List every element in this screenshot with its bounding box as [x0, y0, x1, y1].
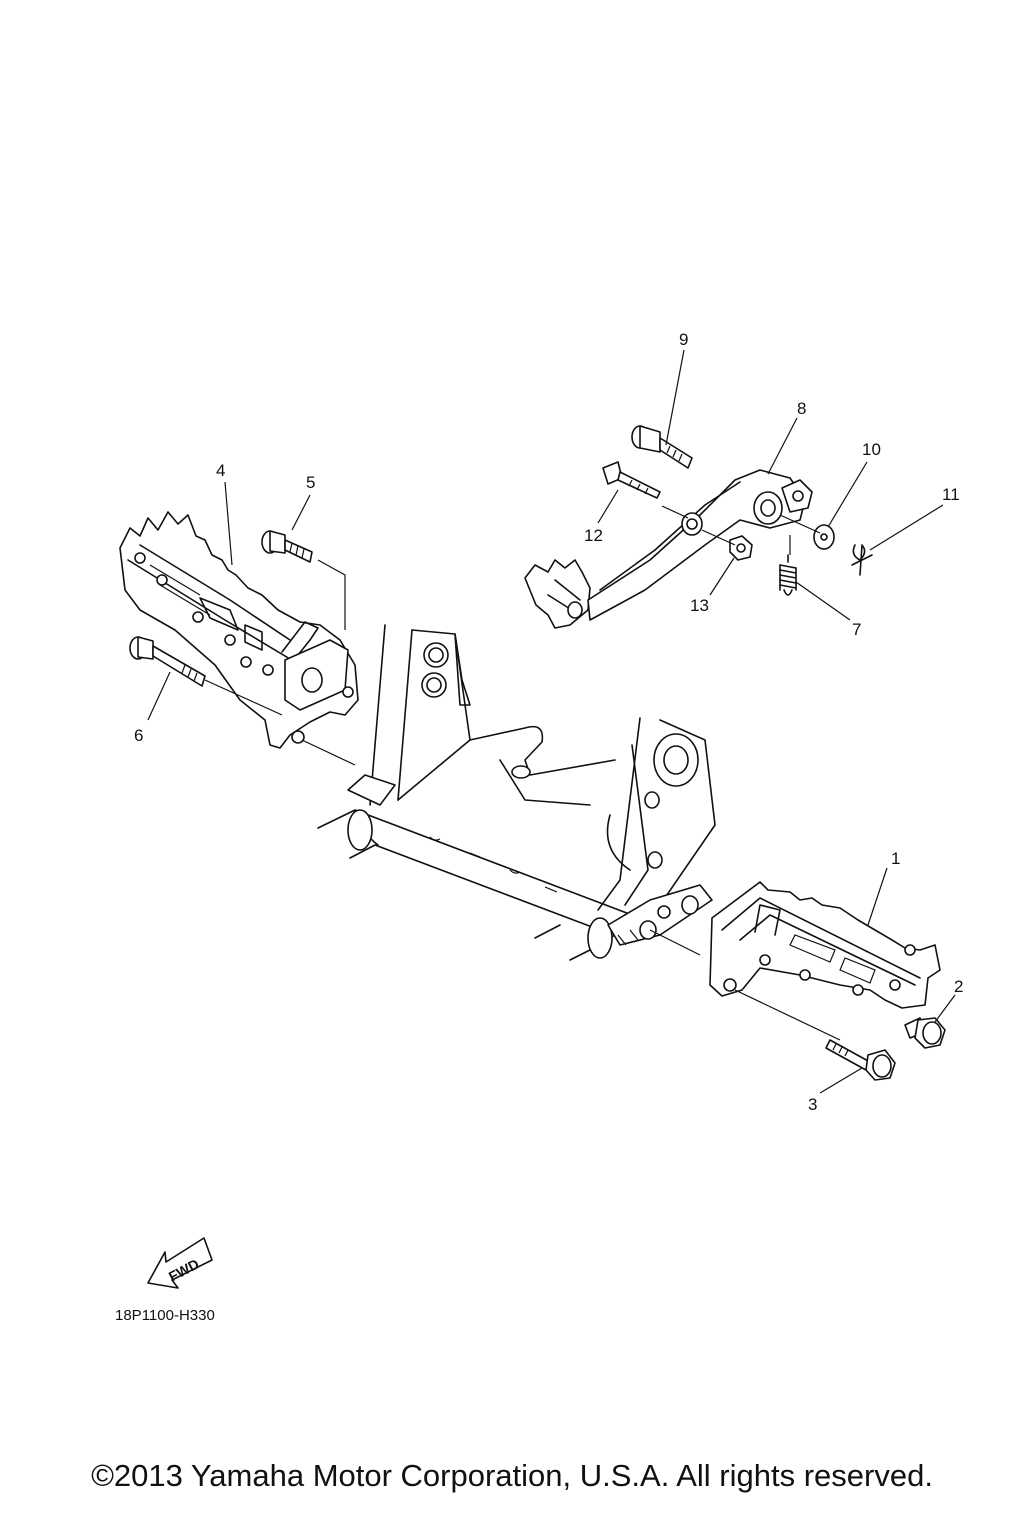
- callout-11: 11: [942, 485, 960, 504]
- callout-12: 12: [584, 526, 603, 545]
- frame: [317, 624, 716, 961]
- callout-6: 6: [134, 726, 143, 745]
- assembly-lines: [204, 505, 841, 1041]
- cotter-pin-11: [851, 544, 873, 576]
- adjust-bolt-12: [602, 461, 661, 499]
- callout-8: 8: [797, 399, 806, 418]
- nut-13: [729, 535, 753, 561]
- fwd-arrow-icon: FWD: [147, 1237, 213, 1289]
- drawing-code: 18P1100-H330: [115, 1307, 215, 1324]
- leader-lines: [147, 349, 956, 1094]
- callout-9: 9: [679, 330, 688, 349]
- bolt-3: [825, 1039, 896, 1081]
- bolt-6: [129, 636, 206, 687]
- footrest-right: [709, 881, 941, 1009]
- footrest-left: [119, 511, 359, 749]
- callouts: 1 2 3 4 5 6 7 8 9 10 11 12 13: [134, 330, 963, 1114]
- spring-7: [779, 554, 797, 596]
- callout-3: 3: [808, 1095, 817, 1114]
- bolt-2: [904, 1017, 946, 1049]
- callout-10: 10: [862, 440, 881, 459]
- pivot-bolt-9: [631, 425, 693, 469]
- brake-pedal: [524, 469, 813, 629]
- callout-1: 1: [891, 849, 900, 868]
- callout-4: 4: [216, 461, 225, 480]
- callout-2: 2: [954, 977, 963, 996]
- bolt-5: [261, 530, 313, 563]
- washer-10: [813, 524, 835, 550]
- copyright-notice: ©2013 Yamaha Motor Corporation, U.S.A. A…: [91, 1458, 933, 1493]
- callout-5: 5: [306, 473, 315, 492]
- fasteners: [129, 425, 946, 1081]
- callout-7: 7: [852, 620, 861, 639]
- callout-13: 13: [690, 596, 709, 615]
